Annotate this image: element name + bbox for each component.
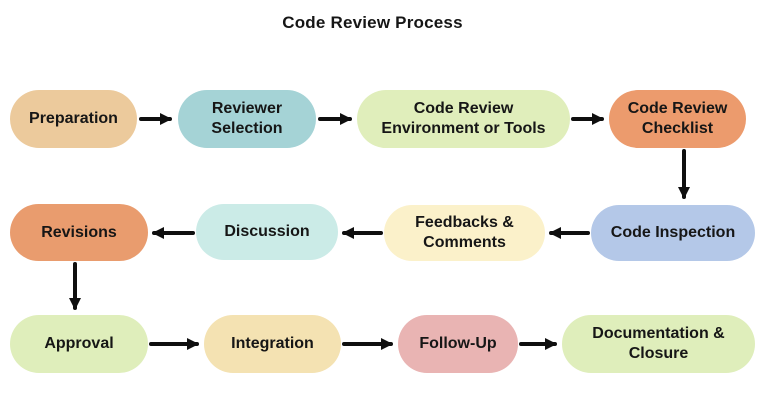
node-documentation-closure: Documentation & Closure [562,315,755,373]
node-reviewer-selection: Reviewer Selection [178,90,316,148]
node-feedbacks-comments: Feedbacks & Comments [384,205,545,261]
node-code-review-checklist: Code Review Checklist [609,90,746,148]
node-approval: Approval [10,315,148,373]
node-code-review-environment: Code Review Environment or Tools [357,90,570,148]
node-integration: Integration [204,315,341,373]
node-follow-up: Follow-Up [398,315,518,373]
node-discussion: Discussion [196,204,338,260]
node-preparation: Preparation [10,90,137,148]
node-code-inspection: Code Inspection [591,205,755,261]
node-revisions: Revisions [10,204,148,261]
diagram-title: Code Review Process [282,13,463,32]
